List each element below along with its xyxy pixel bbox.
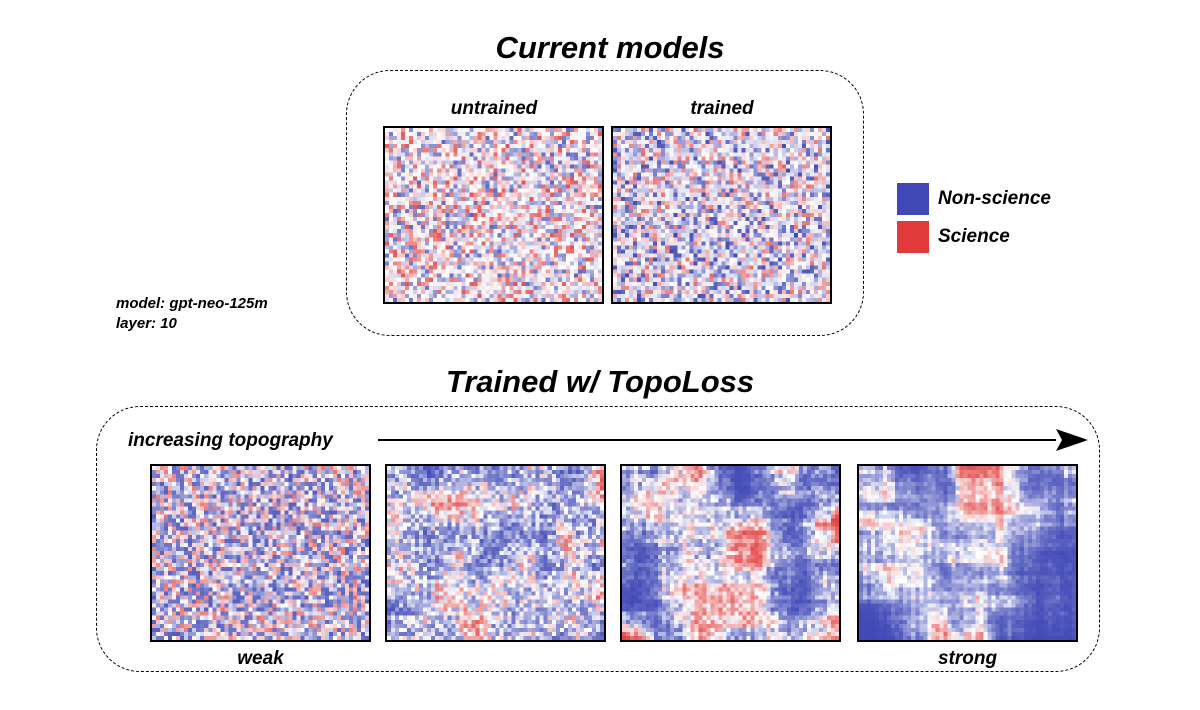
untrained-activation-map xyxy=(383,126,604,304)
topoloss-title: Trained w/ TopoLoss xyxy=(445,364,755,399)
legend: Non-science Science xyxy=(897,182,1051,254)
layer-text: layer: 10 xyxy=(116,315,177,332)
model-name-text: model: gpt-neo-125m xyxy=(116,295,268,312)
trained-activation-map xyxy=(611,126,832,304)
increasing-topography-label: increasing topography xyxy=(128,430,333,451)
trained-label: trained xyxy=(690,98,754,119)
strong-caption: strong xyxy=(937,648,998,669)
legend-item-non-science: Non-science xyxy=(897,182,1051,216)
topoloss-map-medium xyxy=(385,464,606,642)
topoloss-box xyxy=(96,406,1100,672)
current-models-title: Current models xyxy=(495,30,725,65)
topoloss-map-high xyxy=(620,464,841,642)
weak-caption: weak xyxy=(237,648,284,669)
increasing-topography-arrow xyxy=(378,429,1088,451)
untrained-label: untrained xyxy=(450,98,538,119)
legend-item-science: Science xyxy=(897,220,1051,254)
topoloss-map-weak xyxy=(150,464,371,642)
current-models-box xyxy=(346,70,864,336)
non-science-swatch xyxy=(897,183,929,215)
legend-label-non-science: Non-science xyxy=(938,188,1051,209)
model-info: model: gpt-neo-125m layer: 10 xyxy=(116,294,268,334)
legend-label-science: Science xyxy=(938,226,1010,247)
science-swatch xyxy=(897,221,929,253)
topoloss-map-strong xyxy=(857,464,1078,642)
